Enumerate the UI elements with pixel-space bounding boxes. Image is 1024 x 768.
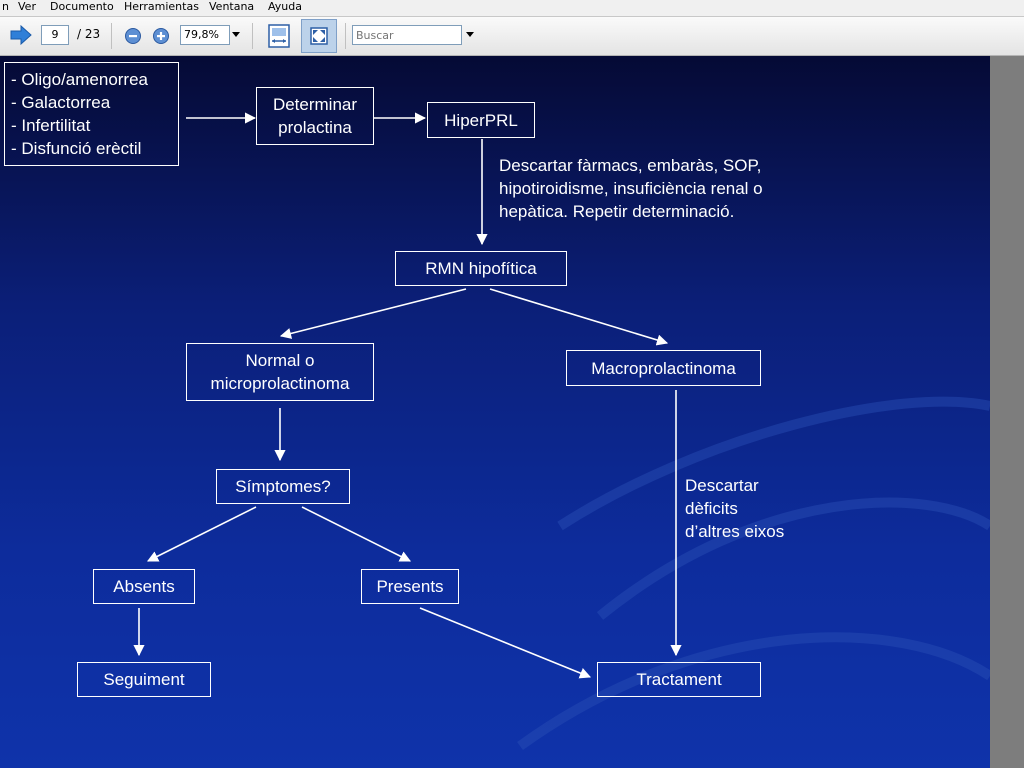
- menu-item-file[interactable]: n: [2, 0, 9, 13]
- next-page-arrow-icon[interactable]: [9, 25, 33, 45]
- rule-out-causes-note: Descartar fàrmacs, embaràs, SOP, hipotir…: [499, 156, 763, 221]
- zoom-dropdown-chevron-icon[interactable]: [232, 32, 241, 38]
- toolbar-divider: [111, 23, 112, 49]
- slide-canvas: - Oligo/amenorrea - Galactorrea - Infert…: [0, 56, 990, 768]
- toolbar: 9 / 23 79,8%: [0, 17, 1024, 56]
- mri-box: RMN hipofítica: [395, 251, 567, 286]
- page-total-label: / 23: [77, 27, 101, 41]
- fit-page-button[interactable]: [301, 19, 337, 53]
- presents-box: Presents: [361, 569, 459, 604]
- search-dropdown-chevron-icon[interactable]: [466, 32, 475, 38]
- fit-width-icon[interactable]: [268, 24, 290, 48]
- hiperprl-box: HiperPRL: [427, 102, 535, 138]
- symptoms-list-box: - Oligo/amenorrea - Galactorrea - Infert…: [4, 62, 179, 166]
- menu-item-tools[interactable]: Herramientas: [124, 0, 199, 13]
- zoom-out-icon[interactable]: [124, 27, 142, 45]
- arrow-mri-to-macro: [489, 288, 669, 346]
- rule-out-deficits-note: Descartar dèficits d’altres eixos: [685, 476, 785, 541]
- background-swirl: [517, 396, 990, 751]
- menu-item-view[interactable]: Ver: [18, 0, 36, 13]
- toolbar-divider: [345, 23, 346, 49]
- absents-box: Absents: [93, 569, 195, 604]
- zoom-in-icon[interactable]: [152, 27, 170, 45]
- normal-or-microprolactinoma-box: Normal o microprolactinoma: [186, 343, 374, 401]
- arrow-symptoms-to-absents: [146, 506, 257, 562]
- arrow-presents-to-treatment: [419, 607, 592, 679]
- search-input[interactable]: [352, 25, 462, 45]
- treatment-box: Tractament: [597, 662, 761, 697]
- symptoms-question-box: Símptomes?: [216, 469, 350, 504]
- page-number-input[interactable]: 9: [41, 25, 69, 45]
- menu-item-document[interactable]: Documento: [50, 0, 114, 13]
- menu-bar: n Ver Documento Herramientas Ventana Ayu…: [0, 0, 1024, 17]
- fit-page-icon: [310, 27, 328, 45]
- arrow-symptoms-to-presents: [301, 506, 412, 562]
- macroprolactinoma-box: Macroprolactinoma: [566, 350, 761, 386]
- flowchart-graphics: [133, 112, 990, 751]
- arrow-mri-to-normal: [279, 288, 467, 339]
- menu-item-window[interactable]: Ventana: [209, 0, 255, 13]
- determine-prolactin-box: Determinar prolactina: [256, 87, 374, 145]
- zoom-level-input[interactable]: 79,8%: [180, 25, 230, 45]
- followup-box: Seguiment: [77, 662, 211, 697]
- toolbar-divider: [252, 23, 253, 49]
- menu-item-help[interactable]: Ayuda: [268, 0, 302, 13]
- document-scroll-area[interactable]: [990, 56, 1024, 768]
